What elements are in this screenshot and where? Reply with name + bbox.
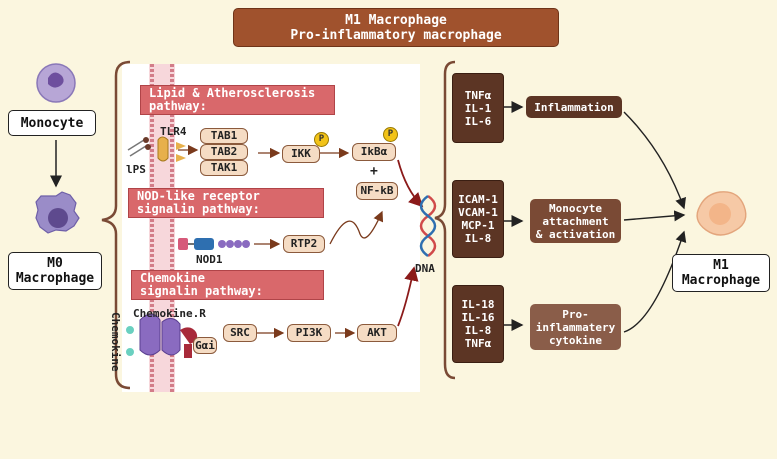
pi3k-pill: PI3K xyxy=(287,324,331,342)
ikk-pill: IKK xyxy=(282,145,320,163)
lipid-line1: Lipid & Atherosclerosis xyxy=(149,86,316,100)
chemokine-line2: signalin pathway: xyxy=(140,284,263,298)
effect-2-line-1: Monocyte xyxy=(549,201,602,215)
gene-3-line-3: IL-8 xyxy=(464,324,492,337)
chemokine-line1: Chemokine xyxy=(140,271,206,285)
gene-box-2: ICAM-1 VCAM-1 MCP-1 IL-8 xyxy=(452,180,504,258)
nod-pathway-banner: NOD-like receptor signalin pathway: xyxy=(128,188,324,218)
m0-line1: M0 xyxy=(47,256,63,271)
effect-inflammation-box: Inflammation xyxy=(526,96,622,118)
gene-box-1: TNFα IL-1 IL-6 xyxy=(452,73,504,143)
effect-cytokine-box: Pro- inflammatery cytokine xyxy=(530,304,621,350)
nfkb-pill: NF-kB xyxy=(356,182,398,200)
m1-line2: Macrophage xyxy=(681,273,761,288)
lipid-line2: pathway: xyxy=(149,99,207,113)
gene-box-3: IL-18 IL-16 IL-8 TNFα xyxy=(452,285,504,363)
gene-1-line-3: IL-6 xyxy=(464,114,492,128)
m0-macrophage-cell-icon xyxy=(35,191,80,234)
nod-line1: NOD-like receptor xyxy=(137,189,260,203)
gene-2-line-1: ICAM-1 xyxy=(458,193,498,206)
tab1-pill: TAB1 xyxy=(200,128,248,144)
dna-helix-icon xyxy=(419,194,437,258)
gene-2-line-4: IL-8 xyxy=(464,232,492,245)
effect-monocyte-box: Monocyte attachment & activation xyxy=(530,199,621,243)
ikba-pill: IkBα xyxy=(352,143,396,161)
src-pill: SRC xyxy=(223,324,257,342)
lps-icon xyxy=(127,137,151,157)
monocyte-cell-icon xyxy=(36,63,76,103)
title-line1: M1 Macrophage xyxy=(345,12,447,28)
monocyte-label: Monocyte xyxy=(8,110,96,136)
gene-2-line-2: VCAM-1 xyxy=(458,206,498,219)
gene-1-line-1: TNFα xyxy=(464,88,492,102)
effect-3-line-2: inflammatery xyxy=(535,320,616,334)
title-line2: Pro-inflammatory macrophage xyxy=(290,27,502,43)
chemokine-vertical-label: Chemokine xyxy=(109,312,122,372)
chemokine-r-label: Chemokine.R xyxy=(133,307,206,320)
gene-3-line-1: IL-18 xyxy=(461,298,495,311)
dna-label: DNA xyxy=(415,262,435,275)
monocyte-text: Monocyte xyxy=(20,115,84,131)
effect-3-line-1: Pro- xyxy=(562,307,589,321)
phosphate-ikba-icon: P xyxy=(383,127,398,142)
effect-2-line-3: & activation xyxy=(535,227,616,241)
tak1-pill: TAK1 xyxy=(200,160,248,176)
m0-macrophage-label: M0 Macrophage xyxy=(8,252,102,290)
tlr4-label: TLR4 xyxy=(160,125,187,138)
gene-2-line-3: MCP-1 xyxy=(461,219,495,232)
effect-2-line-2: attachment xyxy=(542,214,609,228)
tlr4-receptor-icon xyxy=(157,136,186,162)
plus-sign: + xyxy=(370,164,378,179)
akt-pill: AKT xyxy=(357,324,397,342)
lipid-pathway-banner: Lipid & Atherosclerosis pathway: xyxy=(140,85,335,115)
gai-pill: Gαi xyxy=(193,337,217,354)
tab2-pill: TAB2 xyxy=(200,144,248,160)
effect-1-line-1: Inflammation xyxy=(534,100,614,114)
chemokine-pathway-banner: Chemokine signalin pathway: xyxy=(131,270,324,300)
gene-1-line-2: IL-1 xyxy=(464,101,492,115)
m1-line1: M1 xyxy=(713,258,729,273)
nod-line2: signalin pathway: xyxy=(137,202,260,216)
nod1-label: NOD1 xyxy=(196,253,223,266)
gene-3-line-4: TNFα xyxy=(464,337,492,350)
lps-label: lPS xyxy=(126,163,146,176)
diagram-title: M1 Macrophage Pro-inflammatory macrophag… xyxy=(233,8,559,47)
m1-macrophage-label: M1 Macrophage xyxy=(672,254,770,292)
nod1-icon xyxy=(178,238,250,250)
effect-3-line-3: cytokine xyxy=(549,333,602,347)
m0-line2: Macrophage xyxy=(15,271,95,286)
rtp2-pill: RTP2 xyxy=(283,235,325,253)
chemokine-receptor-icon xyxy=(126,313,198,358)
phosphate-ikk-icon: P xyxy=(314,132,329,147)
gene-3-line-2: IL-16 xyxy=(461,311,495,324)
m1-macrophage-cell-icon xyxy=(696,191,747,236)
